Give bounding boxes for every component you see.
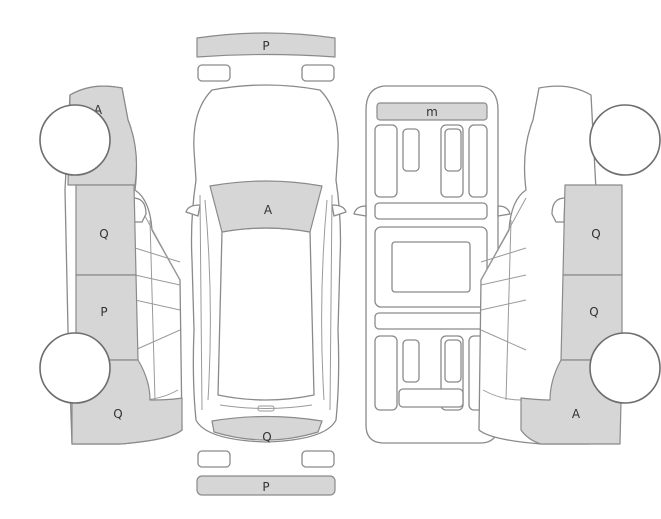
left-front-door[interactable]: Q xyxy=(75,184,137,276)
front-right-headlight xyxy=(301,64,335,82)
right-rear-door-mark: Q xyxy=(589,305,598,319)
left-rear-quarter-mark: Q xyxy=(113,407,122,421)
roof-mark: m xyxy=(426,105,438,119)
left-rear-wheel xyxy=(39,332,111,404)
left-front-fender-mark: A xyxy=(94,103,103,117)
front-bumper[interactable]: P xyxy=(196,32,336,58)
car-interior-view xyxy=(353,85,511,444)
rear-bumper[interactable]: P xyxy=(196,475,336,496)
tailgate-mark: Q xyxy=(262,430,271,444)
right-rear-wheel xyxy=(589,332,661,404)
rear-left-taillight xyxy=(197,450,231,468)
front-left-headlight xyxy=(197,64,231,82)
right-front-fender-mark: A xyxy=(572,407,581,421)
front-bumper-mark: P xyxy=(262,39,269,53)
right-front-wheel xyxy=(589,104,661,176)
tailgate[interactable]: Q xyxy=(211,415,323,445)
left-front-wheel xyxy=(39,104,111,176)
left-rear-door-mark: P xyxy=(100,305,107,319)
left-front-door-mark: Q xyxy=(99,227,108,241)
hood-mark: A xyxy=(264,203,273,217)
hood[interactable]: A xyxy=(209,180,323,233)
rear-bumper-mark: P xyxy=(262,480,269,494)
right-front-door-mark: Q xyxy=(591,227,600,241)
car-top-view xyxy=(185,84,347,443)
rear-right-taillight xyxy=(301,450,335,468)
roof[interactable]: m xyxy=(376,102,488,121)
right-front-door[interactable]: Q xyxy=(562,184,623,276)
